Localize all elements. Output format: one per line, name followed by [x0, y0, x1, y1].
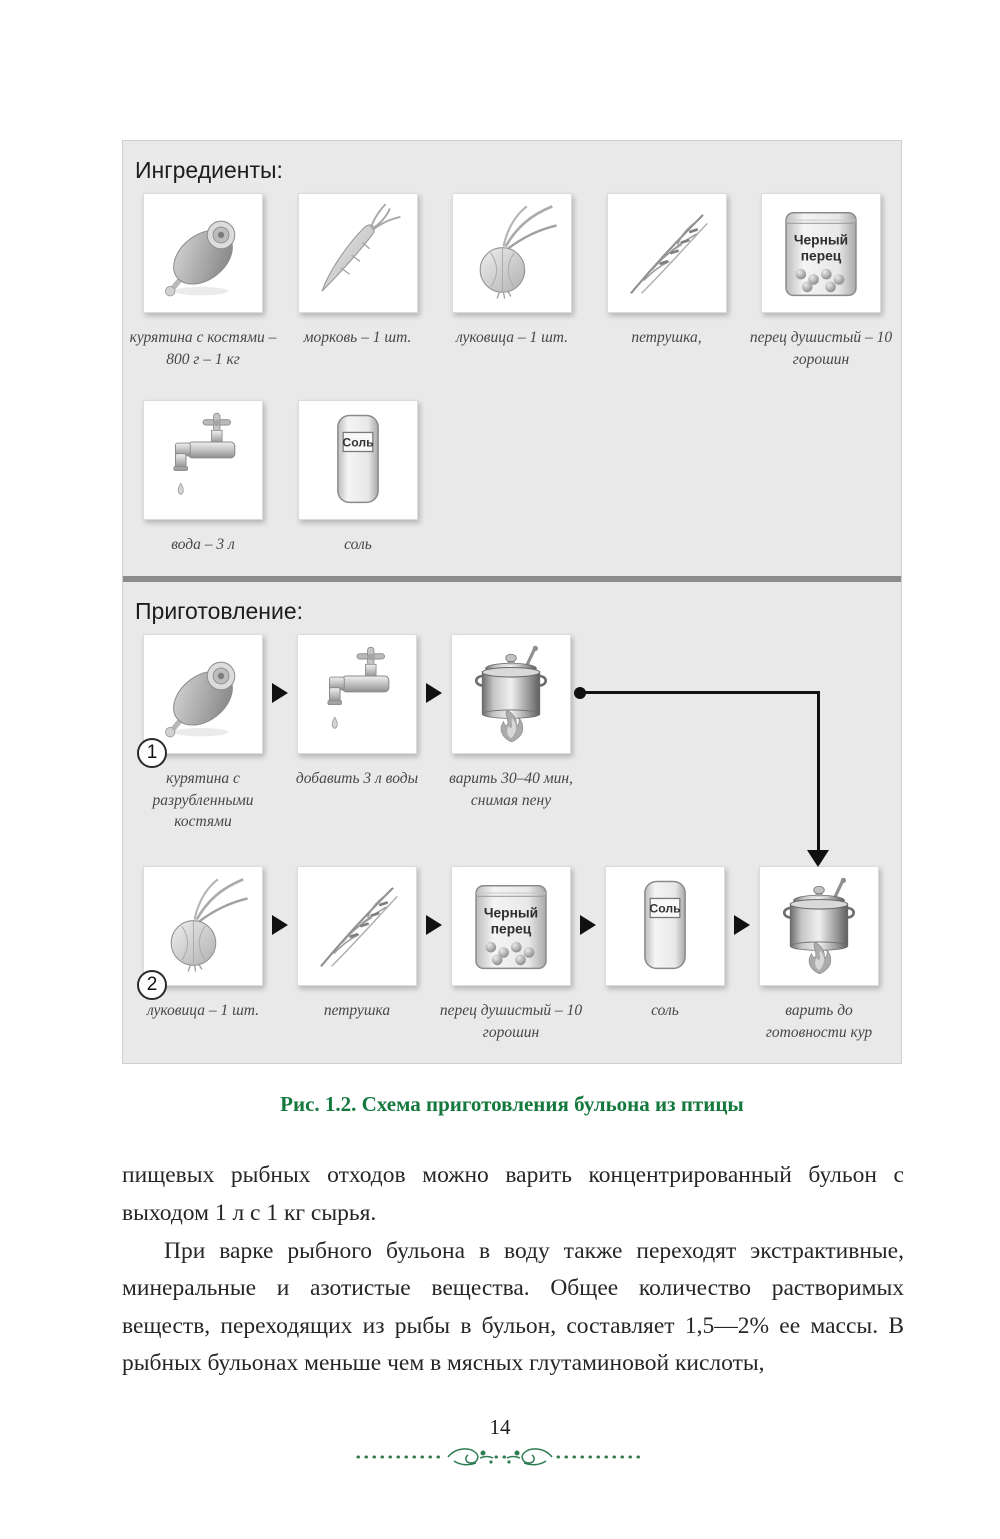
- figure-1-2-diagram: Ингредиенты: курятина с костями – 800 г …: [122, 140, 902, 1065]
- step-cell-salt: соль: [597, 866, 733, 1022]
- pepper-pack-icon: [458, 873, 564, 979]
- arrow-right-icon: [272, 915, 288, 936]
- arrow-right-icon: [734, 915, 750, 936]
- flow-connector-horizontal: [580, 691, 820, 695]
- ingredient-cell-salt: соль: [290, 400, 426, 556]
- paragraph: При варке рыбного бульона в воду также п…: [122, 1237, 904, 1377]
- ingredient-cell-onion: луковица – 1 шт.: [444, 193, 580, 370]
- chicken-leg-icon: [150, 200, 256, 306]
- step-caption: луковица – 1 шт.: [146, 1002, 260, 1020]
- preparation-panel: Приготовление: курятина с разрубленными …: [123, 582, 901, 1064]
- step-cell-pepper: перец душистый – 10 горошин: [440, 866, 582, 1043]
- onion-icon: [459, 200, 565, 306]
- pepper-pack-icon: [768, 200, 874, 306]
- page-number: 14: [489, 1415, 511, 1439]
- ingredient-cell-carrot: морковь – 1 шт.: [290, 193, 426, 370]
- step-caption: курятина с разрубленными костями: [152, 770, 254, 831]
- parsley-icon: [614, 200, 720, 306]
- chicken-leg-icon: [150, 641, 256, 747]
- ingredient-cell-parsley: петрушка,: [599, 193, 735, 370]
- section-divider: [123, 576, 901, 583]
- ingredient-caption: петрушка,: [631, 329, 702, 346]
- arrow-right-icon: [580, 915, 596, 936]
- step-caption: варить 30–40 мин, снимая пену: [449, 770, 573, 809]
- ornament-flourish-icon: [356, 1448, 644, 1466]
- step-caption: петрушка: [323, 1002, 391, 1020]
- ingredient-tile: [761, 193, 881, 313]
- arrow-right-icon: [272, 683, 288, 704]
- parsley-icon: [304, 873, 410, 979]
- figure-caption: Рис. 1.2. Схема приготовления бульона из…: [280, 1092, 744, 1117]
- paragraph: пищевых рыбных отходов можно варить конц…: [122, 1162, 904, 1227]
- faucet-icon: [150, 407, 256, 513]
- ingredient-caption: луковица – 1 шт.: [455, 329, 569, 346]
- pot-icon: [766, 873, 872, 979]
- flow-connector-vertical: [817, 691, 820, 851]
- footer-ornament: [0, 1444, 1000, 1475]
- ingredient-caption: соль: [344, 536, 372, 554]
- step-cell-pot: варить 30–40 мин, снимая пену: [443, 634, 579, 811]
- step-caption: соль: [651, 1002, 679, 1020]
- step-tile: [143, 634, 263, 755]
- ingredient-caption: вода – 3 л: [171, 536, 235, 554]
- ingredient-caption: морковь – 1 шт.: [303, 329, 412, 346]
- ingredient-tile: [143, 400, 263, 521]
- onion-icon: [150, 873, 256, 979]
- ingredients-row-1: курятина с костями – 800 г – 1 кг морков…: [130, 193, 892, 370]
- step-2-badge: 2: [137, 970, 167, 1001]
- arrow-box: [425, 866, 443, 984]
- step-1-row: курятина с разрубленными костями добавит…: [135, 634, 889, 832]
- salt-box-icon: [305, 407, 411, 513]
- ingredients-row-2: вода – 3 л соль: [135, 400, 889, 556]
- ingredient-tile: [606, 193, 727, 313]
- preparation-title: Приготовление:: [135, 598, 304, 625]
- ingredient-cell-pepper: перец душистый – 10 горошин: [750, 193, 892, 370]
- step-1-badge: 1: [137, 738, 167, 769]
- step-caption: перец душистый – 10 горошин: [439, 1002, 583, 1041]
- step-tile: [143, 866, 263, 987]
- arrow-box: [579, 866, 597, 984]
- arrow-box: [271, 634, 289, 752]
- step-caption: добавить 3 л воды: [295, 770, 419, 788]
- step-2-row: луковица – 1 шт. петрушка перец душистый…: [135, 866, 889, 1043]
- step-tile: [451, 866, 571, 987]
- ingredients-title: Ингредиенты:: [135, 157, 283, 183]
- ingredient-caption: перец душистый – 10 горошин: [749, 329, 893, 368]
- ingredients-panel: Ингредиенты: курятина с костями – 800 г …: [123, 141, 901, 577]
- step-tile: [297, 634, 417, 755]
- arrow-right-icon: [426, 915, 442, 936]
- ingredient-tile: [298, 400, 418, 521]
- arrow-box: [733, 866, 751, 984]
- step-cell-chicken: курятина с разрубленными костями: [135, 634, 271, 833]
- ingredient-tile: [143, 193, 263, 313]
- step-tile: [605, 866, 725, 987]
- ingredient-cell-water: вода – 3 л: [135, 400, 271, 556]
- arrow-box: [271, 866, 289, 984]
- salt-box-icon: [612, 873, 718, 979]
- step-cell-onion: луковица – 1 шт.: [135, 866, 271, 1022]
- step-tile: [297, 866, 417, 987]
- pot-icon: [458, 641, 564, 747]
- ingredient-caption: курятина с костями – 800 г – 1 кг: [129, 329, 277, 368]
- arrow-right-icon: [426, 683, 442, 704]
- step-tile: [759, 866, 879, 987]
- carrot-icon: [305, 200, 411, 306]
- step-cell-parsley: петрушка: [289, 866, 425, 1022]
- step-tile: [451, 634, 571, 755]
- step-cell-pot-final: варить до готовности кур: [751, 866, 887, 1043]
- arrow-down-icon: [807, 850, 829, 868]
- ingredient-cell-chicken: курятина с костями – 800 г – 1 кг: [130, 193, 276, 370]
- ingredient-tile: [297, 193, 418, 313]
- arrow-box: [425, 634, 443, 752]
- ingredient-tile: [452, 193, 572, 313]
- faucet-icon: [304, 641, 410, 747]
- step-caption: варить до готовности кур: [765, 1002, 873, 1041]
- body-text: пищевых рыбных отходов можно варить конц…: [122, 1157, 904, 1383]
- step-cell-water: добавить 3 л воды: [289, 634, 425, 790]
